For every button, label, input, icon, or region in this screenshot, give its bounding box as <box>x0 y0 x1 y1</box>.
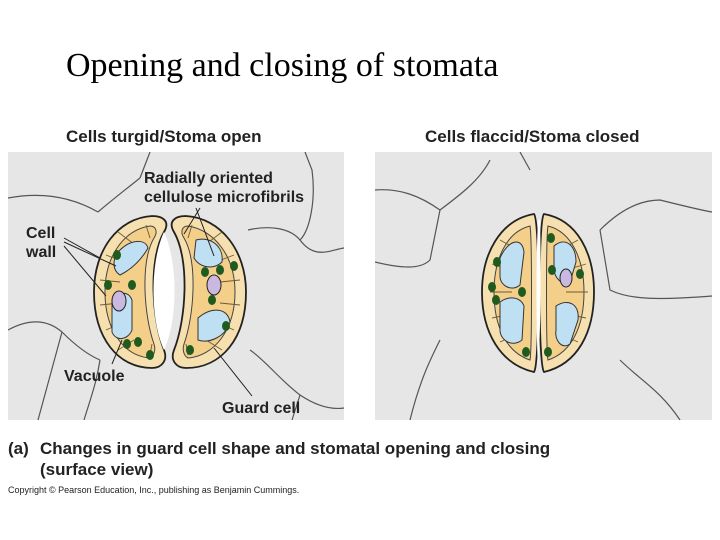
open-right-nucleus <box>206 274 222 296</box>
caption-letter: (a) <box>8 439 29 458</box>
closed-left-chloroplasts <box>488 257 530 357</box>
open-left-chloroplasts <box>104 250 154 360</box>
open-stomatal-pore <box>153 232 175 350</box>
open-panel-background <box>8 152 344 420</box>
vacuole-label: Vacuole <box>64 368 125 385</box>
cell-wall-label-line1: Cell <box>26 225 56 242</box>
closed-right-nucleus <box>559 268 573 288</box>
closed-epidermal-cell-outlines <box>375 152 712 420</box>
open-stoma-panel <box>8 152 344 420</box>
closed-stomatal-pore <box>536 220 541 368</box>
guard-cell-label: Guard cell <box>222 400 301 417</box>
open-stoma-heading: Cells turgid/Stoma open <box>66 127 262 146</box>
slide-title: Opening and closing of stomata <box>66 47 499 84</box>
caption-line-2: (surface view) <box>40 460 154 479</box>
microfibrils-label-line1: Radially oriented <box>144 170 273 187</box>
open-epidermal-cell-outlines <box>8 152 344 420</box>
open-label-leader-lines <box>63 207 253 397</box>
closed-left-guard-cell <box>481 213 540 374</box>
cell-wall-label-line2: wall <box>26 244 57 261</box>
closed-stoma-panel <box>375 152 712 420</box>
closed-right-guard-cell <box>538 213 595 374</box>
microfibrils-label-line2: cellulose microfibrils <box>144 189 305 206</box>
closed-right-chloroplasts <box>544 233 584 357</box>
open-left-nucleus <box>111 290 127 312</box>
open-right-guard-cell <box>170 215 247 369</box>
closed-stoma-heading: Cells flaccid/Stoma closed <box>425 127 640 146</box>
copyright-notice: Copyright © Pearson Education, Inc., pub… <box>8 485 300 495</box>
caption-line-1: Changes in guard cell shape and stomatal… <box>40 439 551 458</box>
open-right-chloroplasts <box>186 261 238 355</box>
